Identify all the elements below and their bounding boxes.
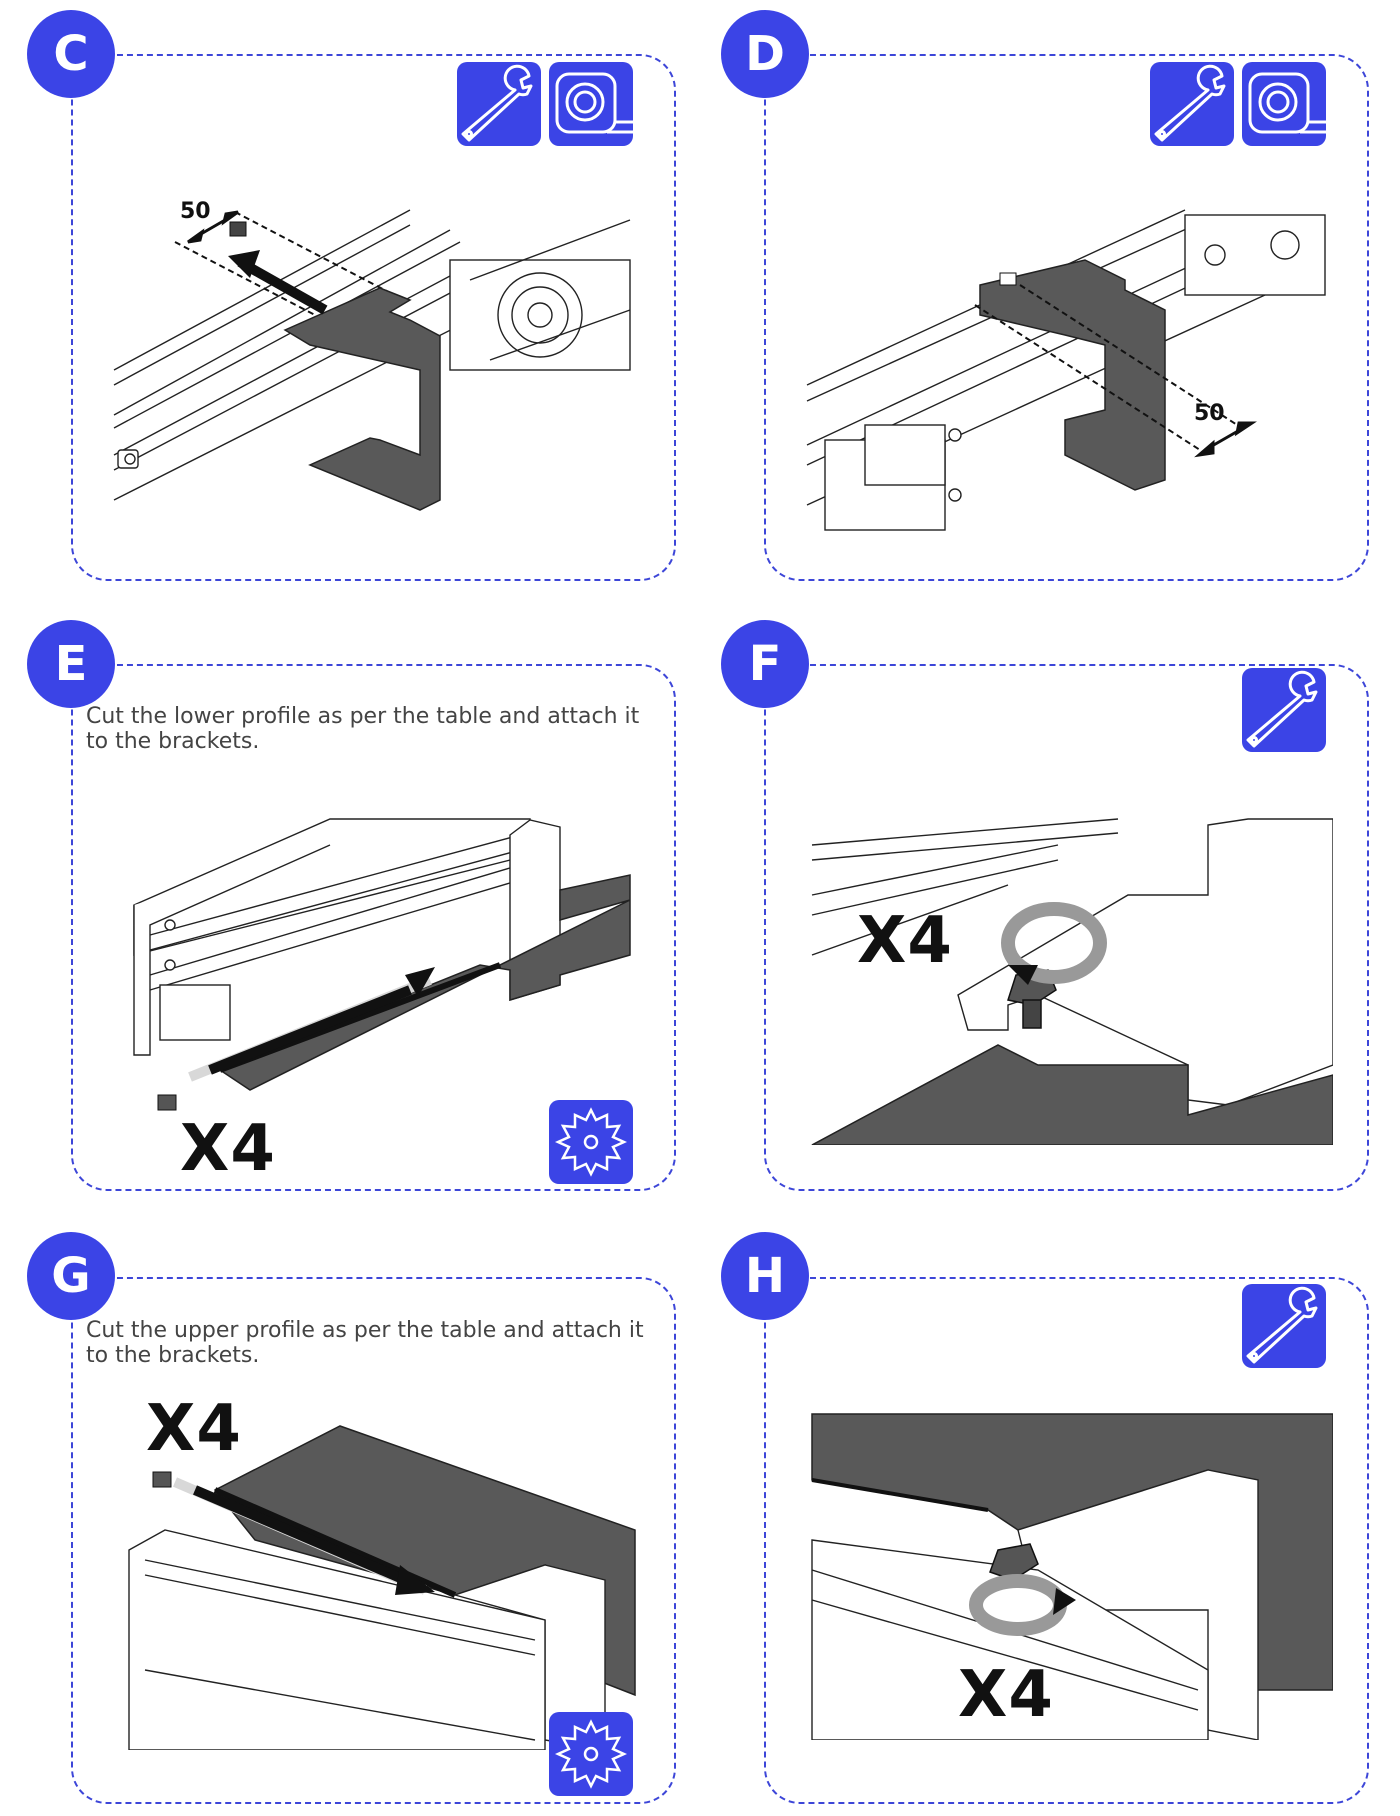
step-d-dimension-label: 50 <box>1194 401 1225 426</box>
step-f-illustration <box>811 818 1333 1145</box>
step-f-badge: F <box>721 620 809 708</box>
wrench-icon <box>1150 62 1234 146</box>
wrench-icon <box>1242 668 1326 752</box>
saw-blade-icon <box>549 1712 633 1796</box>
step-d-badge: D <box>721 10 809 98</box>
step-c-panel <box>71 54 676 581</box>
step-g-panel <box>71 1277 676 1804</box>
tape-measure-icon <box>1242 62 1326 146</box>
step-f-quantity-label: X4 <box>857 904 953 978</box>
wrench-icon <box>457 62 541 146</box>
step-c-illustration <box>113 209 631 511</box>
step-d-panel <box>764 54 1369 581</box>
step-c-badge: C <box>27 10 115 98</box>
step-f-panel <box>764 664 1369 1191</box>
saw-blade-icon <box>549 1100 633 1184</box>
step-e-instruction: Cut the lower profile as per the table a… <box>86 704 640 754</box>
step-g-badge: G <box>27 1232 115 1320</box>
step-e-badge: E <box>27 620 115 708</box>
step-e-panel <box>71 664 676 1191</box>
step-h-panel <box>764 1277 1369 1804</box>
step-e-quantity-label: X4 <box>180 1112 276 1186</box>
wrench-icon <box>1242 1284 1326 1368</box>
step-e-illustration <box>133 818 631 1111</box>
step-g-illustration <box>128 1425 636 1750</box>
step-h-quantity-label: X4 <box>958 1658 1054 1732</box>
step-g-instruction: Cut the upper profile as per the table a… <box>86 1318 644 1368</box>
step-h-badge: H <box>721 1232 809 1320</box>
step-c-dimension-label: 50 <box>180 199 211 224</box>
step-g-quantity-label: X4 <box>146 1392 242 1466</box>
tape-measure-icon <box>549 62 633 146</box>
step-h-illustration <box>811 1413 1333 1740</box>
step-d-illustration <box>806 209 1326 531</box>
